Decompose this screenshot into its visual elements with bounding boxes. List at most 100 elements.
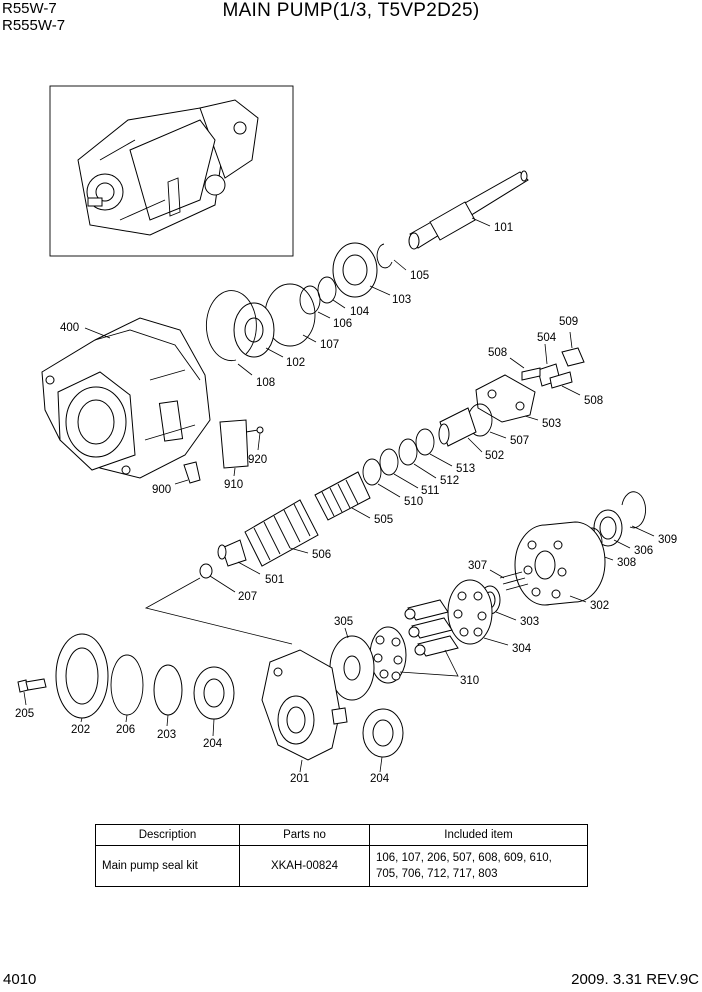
col-header-description: Description (95, 824, 240, 846)
part-307-pin (499, 571, 529, 591)
part-102-plate (233, 302, 275, 358)
part-104-ring (317, 276, 337, 304)
part-201-swash-plate-support (261, 649, 348, 761)
table-row: Main pump seal kit XKAH-00824 106, 107, … (95, 845, 588, 887)
callout-207: 207 (238, 591, 257, 603)
part-202-front-cover (55, 633, 109, 719)
part-205-bolt (17, 678, 47, 693)
leader-310 (399, 649, 459, 677)
callout-308: 308 (617, 557, 636, 569)
callout-507: 507 (510, 435, 529, 447)
part-501-spring-seat (217, 539, 247, 567)
cell-included-item: 106, 107, 206, 507, 608, 609, 610, 705, … (369, 845, 588, 887)
col-header-included-item: Included item (369, 824, 588, 846)
callout-513: 513 (456, 463, 475, 475)
callout-101: 101 (494, 222, 513, 234)
part-910-name-plate (219, 419, 249, 469)
callout-501: 501 (265, 574, 284, 586)
callout-503: 503 (542, 418, 561, 430)
part-305-shoe-plate-pistons (369, 626, 407, 684)
part-204-bearing-a (193, 666, 235, 720)
callout-512: 512 (440, 475, 459, 487)
overview-inset-frame (49, 85, 294, 257)
part-105-snap-ring (376, 243, 393, 269)
table-header-row: Description Parts no Included item (95, 824, 588, 846)
model-name-2: R555W-7 (2, 17, 66, 34)
part-106-ring (299, 285, 321, 315)
callout-505: 505 (374, 514, 393, 526)
callout-303: 303 (520, 616, 539, 628)
seal-kit-table: Description Parts no Included item Main … (95, 824, 588, 887)
part-304-retainer-plate (447, 579, 493, 645)
part-920-screw (245, 426, 264, 434)
callout-509: 509 (559, 316, 578, 328)
callout-206: 206 (116, 724, 135, 736)
callout-201: 201 (290, 773, 309, 785)
callout-102: 102 (286, 357, 305, 369)
callout-910: 910 (224, 479, 243, 491)
callout-900: 900 (152, 484, 171, 496)
callout-508b: 508 (584, 395, 603, 407)
callout-107: 107 (320, 339, 339, 351)
part-305-shoe-plate (329, 635, 375, 701)
part-206-o-ring (110, 654, 144, 716)
callout-302: 302 (590, 600, 609, 612)
part-508-bolt-a (521, 367, 541, 381)
part-503-cover (475, 374, 536, 423)
part-512-ring (398, 438, 418, 466)
part-506-spring (244, 499, 319, 567)
callout-502: 502 (485, 450, 504, 462)
callout-920: 920 (248, 454, 267, 466)
cell-parts-no: XKAH-00824 (239, 845, 370, 887)
part-900-plug (183, 461, 201, 484)
assembly-leader-line (144, 577, 293, 645)
part-509-nut (561, 347, 585, 367)
page-number: 4010 (3, 971, 37, 988)
callout-104: 104 (350, 306, 370, 318)
callout-511: 511 (421, 485, 439, 497)
part-302-cylinder-block (514, 521, 606, 606)
page-title: MAIN PUMP(1/3, T5VP2D25) (222, 0, 480, 21)
callout-204b: 204 (370, 773, 390, 785)
part-203-seal (153, 664, 183, 716)
part-510-ring (362, 458, 382, 486)
part-108-snap-ring (205, 290, 257, 362)
overview-pump-illustration (77, 99, 259, 236)
part-310-piston-set (404, 599, 459, 657)
part-400-pump-housing (41, 317, 211, 479)
callout-203: 203 (157, 729, 176, 741)
callout-305: 305 (334, 616, 353, 628)
callout-106: 106 (333, 318, 352, 330)
revision-date: 2009. 3.31 REV.9C (571, 971, 699, 988)
col-header-parts-no: Parts no (239, 824, 370, 846)
part-505-spring (314, 471, 371, 521)
part-508-bolt-b (549, 371, 573, 389)
callout-310: 310 (460, 675, 479, 687)
part-204-bearing-b (362, 708, 404, 758)
callout-506: 506 (312, 549, 331, 561)
callout-304: 304 (512, 643, 532, 655)
callout-204a: 204 (203, 738, 223, 750)
part-207-plug (199, 563, 213, 579)
part-101-drive-shaft (408, 170, 529, 250)
callout-309: 309 (658, 534, 677, 546)
included-line-2: 705, 706, 712, 717, 803 (376, 868, 498, 880)
part-502-spool-cover (438, 407, 477, 447)
callout-504: 504 (537, 332, 557, 344)
callout-103: 103 (392, 294, 411, 306)
callout-108: 108 (256, 377, 275, 389)
callout-202: 202 (71, 724, 90, 736)
included-line-1: 106, 107, 206, 507, 608, 609, 610, (376, 852, 552, 864)
part-309-snap-ring (621, 491, 647, 529)
callout-510: 510 (404, 496, 423, 508)
part-513-ring (415, 428, 435, 456)
callout-307: 307 (468, 560, 487, 572)
cell-description: Main pump seal kit (95, 845, 240, 887)
callout-306: 306 (634, 545, 653, 557)
callout-508a: 508 (488, 347, 507, 359)
part-511-ring (379, 448, 399, 476)
model-name-1: R55W-7 (2, 0, 57, 17)
callout-205: 205 (15, 708, 34, 720)
callout-400: 400 (60, 322, 79, 334)
